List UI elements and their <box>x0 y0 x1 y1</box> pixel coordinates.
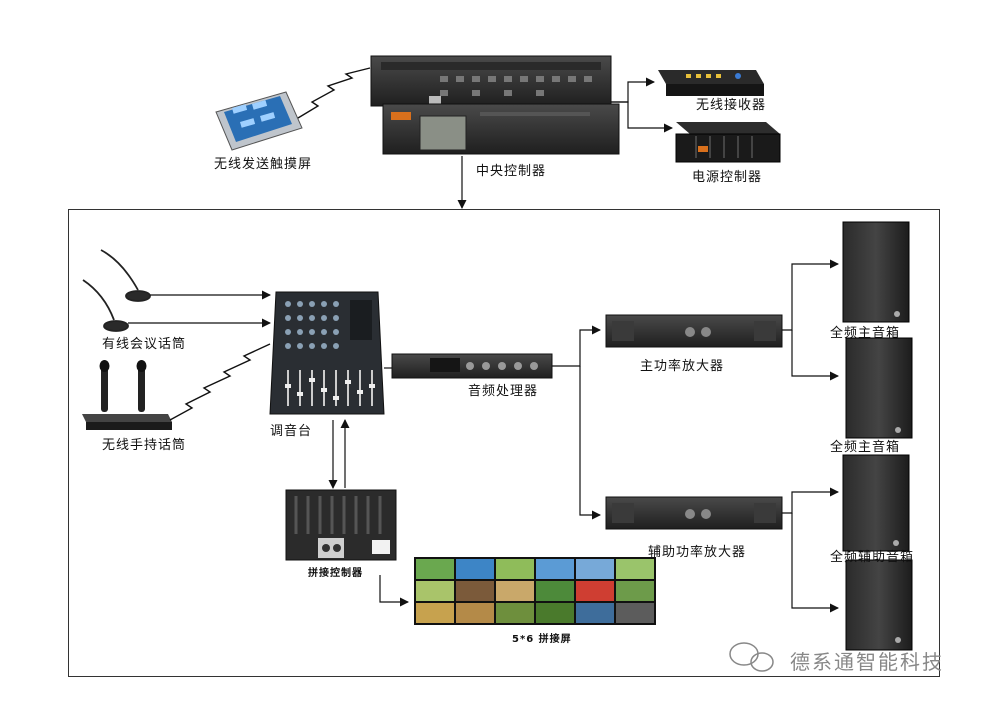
label-mixer: 调音台 <box>270 424 313 439</box>
splice-screen-wall <box>414 557 656 625</box>
mixer-device <box>269 291 385 415</box>
watermark-text: 德系通智能科技 <box>790 650 944 674</box>
label-audio-processor: 音频处理器 <box>468 384 539 399</box>
label-central-controller: 中央控制器 <box>476 164 547 179</box>
aux-speaker-2 <box>845 559 913 651</box>
wired-mic-2 <box>82 279 129 332</box>
label-aux-speaker: 全频辅助音箱 <box>830 550 915 565</box>
label-main-speaker-2: 全频主音箱 <box>830 440 901 455</box>
aux-amplifier-device <box>605 496 783 530</box>
wireless-receiver-device <box>658 70 764 96</box>
label-touch-screen: 无线发送触摸屏 <box>214 157 313 172</box>
label-splice-controller: 拼接控制器 <box>308 568 363 579</box>
wired-mic-1 <box>100 249 151 302</box>
wireless-handheld-mics <box>82 360 172 430</box>
main-speaker-2 <box>845 337 913 439</box>
label-wired-mic: 有线会议话筒 <box>102 337 187 352</box>
main-amplifier-device <box>605 314 783 348</box>
label-wireless-mic: 无线手持话筒 <box>102 438 187 453</box>
wireless-link-touch <box>297 67 371 119</box>
aux-speaker-1 <box>842 454 910 552</box>
label-main-speaker-1: 全频主音箱 <box>830 326 901 341</box>
power-controller-device <box>675 122 781 163</box>
label-splice-screen: 5*6 拼接屏 <box>512 634 572 645</box>
main-speaker-1 <box>842 221 910 323</box>
wechat-icon <box>729 642 774 672</box>
label-aux-amp: 辅助功率放大器 <box>648 545 747 560</box>
label-power-controller: 电源控制器 <box>692 170 763 185</box>
audio-processor-device <box>391 353 553 379</box>
label-main-amp: 主功率放大器 <box>640 359 725 374</box>
wireless-touch-screen <box>215 91 303 151</box>
splice-controller-device <box>285 489 397 561</box>
central-controller-device <box>370 55 620 155</box>
wireless-link-mic <box>169 343 271 421</box>
audio-system-frame <box>68 209 940 677</box>
label-wireless-receiver: 无线接收器 <box>696 98 767 113</box>
